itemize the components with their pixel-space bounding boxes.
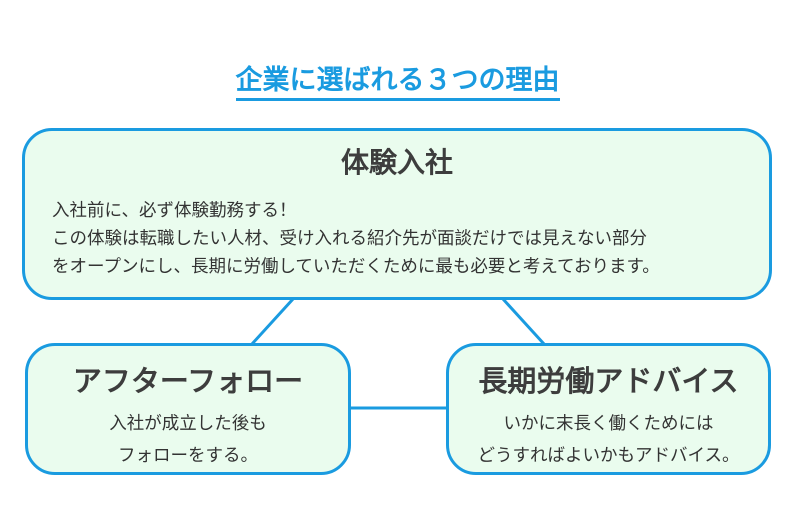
connector-main-follow xyxy=(250,297,295,346)
trial-employment-line: 入社前に、必ず体験勤務する！ xyxy=(52,201,297,221)
trial-employment-line: をオープンにし、長期に労働していただくために最も必要と考えております。 xyxy=(52,257,660,277)
long-term-advice-description: いかに末長く働くためには どうすればよいかもアドバイス。 xyxy=(449,408,768,472)
after-follow-heading: アフターフォロー xyxy=(72,364,304,398)
long-term-advice-line: どうすればよいかもアドバイス。 xyxy=(477,446,740,466)
long-term-advice-heading: 長期労働アドバイス xyxy=(478,364,739,398)
page-title: 企業に選ばれる３つの理由 xyxy=(0,58,795,101)
after-follow-line: 入社が成立した後も xyxy=(109,414,267,434)
after-follow-line: フォローをする。 xyxy=(118,446,258,466)
trial-employment-box: 体験入社 入社前に、必ず体験勤務する！ この体験は転職したい人材、受け入れる紹介… xyxy=(22,128,772,300)
after-follow-box: アフターフォロー 入社が成立した後も フォローをする。 xyxy=(25,343,351,475)
long-term-advice-line: いかに末長く働くためには xyxy=(503,414,714,434)
trial-employment-line: この体験は転職したい人材、受け入れる紹介先が面談だけでは見えない部分 xyxy=(52,229,647,249)
after-follow-description: 入社が成立した後も フォローをする。 xyxy=(28,408,348,472)
connector-main-advice xyxy=(501,297,546,346)
trial-employment-description: 入社前に、必ず体験勤務する！ この体験は転職したい人材、受け入れる紹介先が面談だ… xyxy=(52,197,660,281)
page-title-text: 企業に選ばれる３つの理由 xyxy=(235,65,560,101)
trial-employment-heading: 体験入社 xyxy=(340,146,453,179)
long-term-advice-box: 長期労働アドバイス いかに末長く働くためには どうすればよいかもアドバイス。 xyxy=(446,343,771,475)
